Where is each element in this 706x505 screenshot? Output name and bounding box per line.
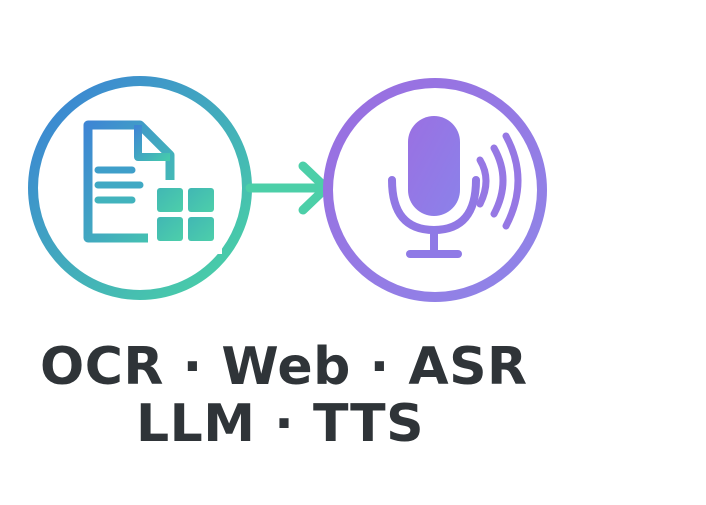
right-ring — [323, 78, 547, 302]
ocr-node — [28, 76, 252, 300]
asr-node — [323, 78, 547, 302]
microphone-icon — [388, 116, 522, 258]
caption-line-2: LLM · TTS — [135, 394, 425, 454]
caption-line-1: OCR · Web · ASR — [40, 337, 528, 397]
document-grid-icon — [83, 120, 222, 254]
arrow-right-icon — [245, 161, 331, 215]
